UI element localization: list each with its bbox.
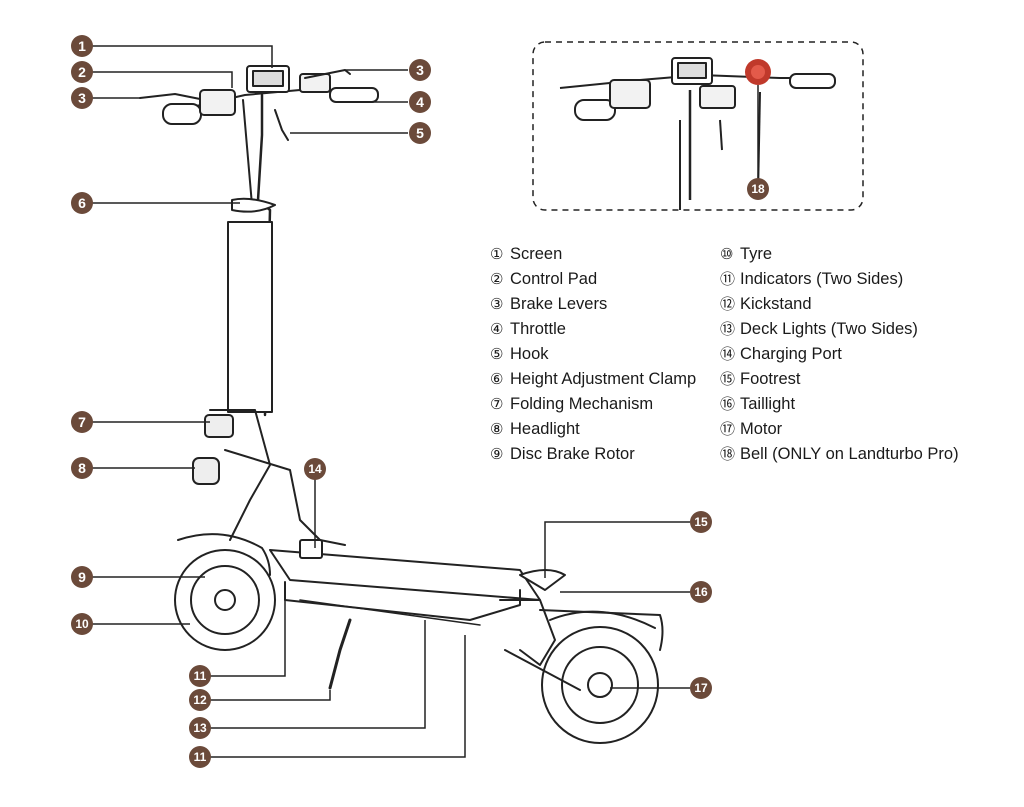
deck-light bbox=[299, 599, 481, 626]
callout-1: 1 bbox=[71, 35, 93, 57]
hook-shape bbox=[274, 109, 289, 141]
callout-15: 15 bbox=[690, 511, 712, 533]
callout-13: 13 bbox=[189, 717, 211, 739]
callout-4: 4 bbox=[409, 91, 431, 113]
leader-11a bbox=[210, 600, 286, 677]
callout-2: 2 bbox=[71, 61, 93, 83]
callout-12: 12 bbox=[189, 689, 211, 711]
leader-13 bbox=[210, 620, 426, 729]
callout-10: 10 bbox=[71, 613, 93, 635]
leader-12 bbox=[210, 690, 331, 701]
callout-16: 16 bbox=[690, 581, 712, 603]
callout-11-top: 11 bbox=[189, 665, 211, 687]
callout-3-left: 3 bbox=[71, 87, 93, 109]
lower-tube bbox=[227, 221, 273, 413]
callout-5: 5 bbox=[409, 122, 431, 144]
motor-hub bbox=[587, 672, 613, 698]
leader-15 bbox=[544, 521, 690, 578]
callout-3-right: 3 bbox=[409, 59, 431, 81]
headlight-shape bbox=[192, 457, 220, 485]
rear-tyre bbox=[541, 626, 659, 744]
callout-7: 7 bbox=[71, 411, 93, 433]
callout-9: 9 bbox=[71, 566, 93, 588]
clamp-shape bbox=[231, 197, 276, 213]
leader-1 bbox=[92, 45, 273, 68]
footrest-shape bbox=[519, 569, 566, 591]
front-tyre bbox=[174, 549, 276, 651]
callout-8: 8 bbox=[71, 457, 93, 479]
callout-14: 14 bbox=[304, 458, 326, 480]
kickstand-shape bbox=[328, 618, 352, 690]
callout-6: 6 bbox=[71, 192, 93, 214]
callout-11-bottom: 11 bbox=[189, 746, 211, 768]
callout-18: 18 bbox=[747, 178, 769, 200]
callout-17: 17 bbox=[690, 677, 712, 699]
leader-11b bbox=[210, 635, 466, 758]
leader-2 bbox=[92, 71, 233, 88]
inset-dashed-border bbox=[532, 41, 864, 211]
